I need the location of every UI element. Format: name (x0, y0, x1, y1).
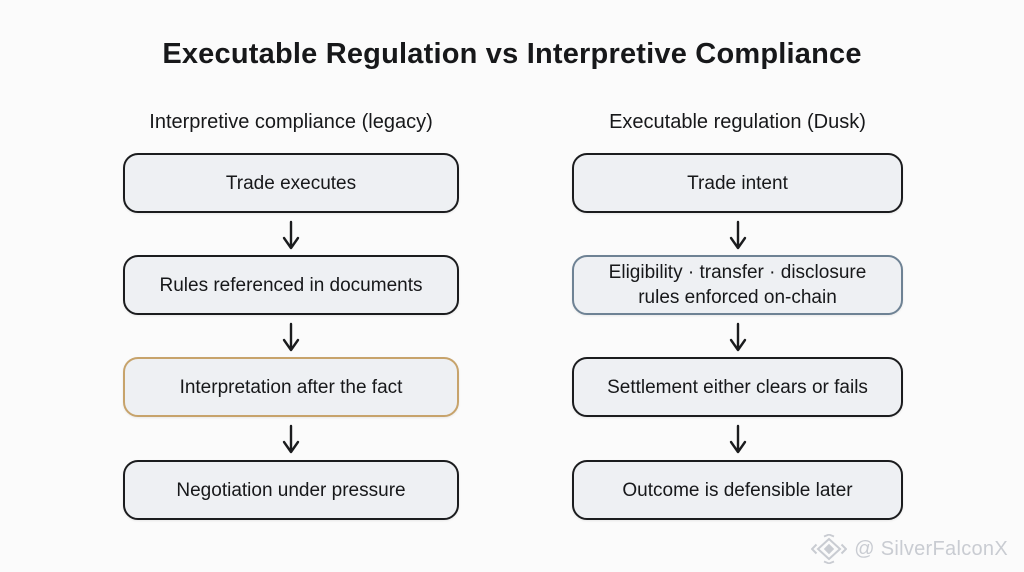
column-executable-regulation: Executable regulation (Dusk) Trade inten… (572, 0, 903, 572)
flow-box-label: Negotiation under pressure (176, 479, 406, 501)
flow-box-rules-enforced-onchain: Eligibility · transfer · disclosure rule… (572, 255, 903, 315)
flow-box-label: Rules referenced in documents (159, 274, 423, 296)
flow-box-rules-referenced: Rules referenced in documents (123, 255, 459, 315)
down-arrow-icon (282, 322, 300, 352)
flow-box-label: Trade executes (225, 172, 357, 194)
flow-box-label: Trade intent (687, 172, 788, 194)
column-header-executable: Executable regulation (Dusk) (609, 111, 866, 133)
flow-box-negotiation-under-pressure: Negotiation under pressure (123, 460, 459, 520)
down-arrow-icon (729, 322, 746, 352)
page-title: Executable Regulation vs Interpretive Co… (162, 38, 862, 70)
flow-box-trade-executes: Trade executes (123, 153, 459, 213)
down-arrow-icon (282, 424, 300, 454)
watermark-handle: @ SilverFalconX (854, 537, 1008, 560)
flow-box-outcome-defensible: Outcome is defensible later (572, 460, 903, 520)
gem-diamond-icon (811, 534, 848, 564)
flow-box-label: Outcome is defensible later (622, 479, 853, 501)
watermark: @ SilverFalconX (811, 534, 1008, 564)
flow-box-interpretation-after-fact: Interpretation after the fact (123, 357, 459, 417)
column-header-interpretive: Interpretive compliance (legacy) (149, 111, 433, 133)
down-arrow-icon (729, 220, 746, 250)
column-interpretive-compliance: Interpretive compliance (legacy) Trade e… (123, 0, 459, 572)
flow-box-label: Settlement either clears or fails (607, 376, 868, 398)
flow-box-label: Eligibility · transfer · disclosure rule… (608, 262, 867, 308)
flow-box-label: Interpretation after the fact (179, 376, 403, 398)
flow-box-trade-intent: Trade intent (572, 153, 903, 213)
down-arrow-icon (282, 220, 300, 250)
down-arrow-icon (729, 424, 746, 454)
flow-box-settlement-clears-or-fails: Settlement either clears or fails (572, 357, 903, 417)
